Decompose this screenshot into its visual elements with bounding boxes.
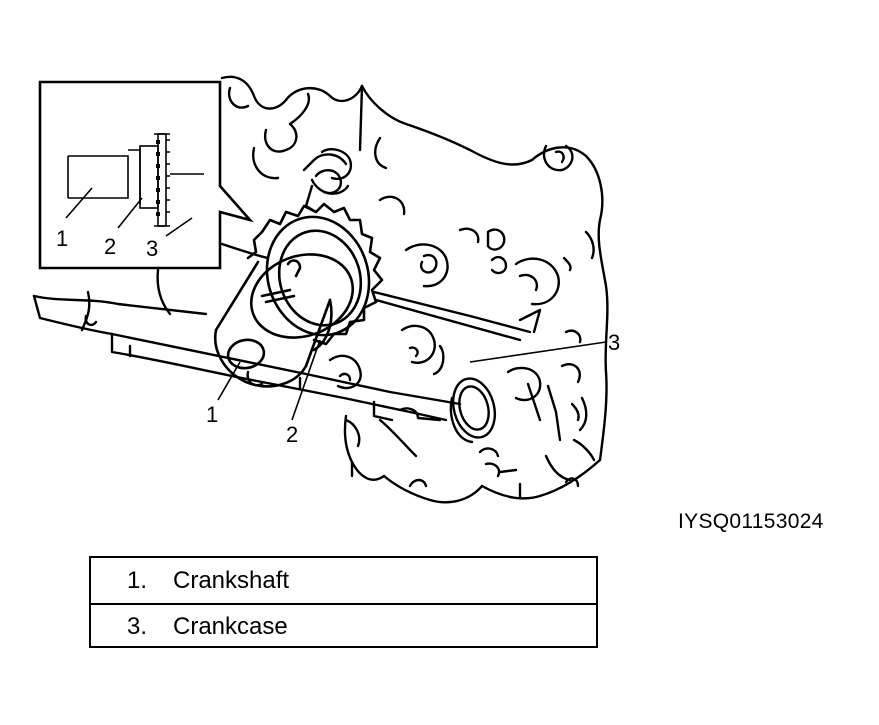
leader-2 <box>291 339 321 421</box>
legend-row: 3. Crankcase <box>91 603 596 648</box>
legend-number: 1. <box>127 566 148 594</box>
legend-label: Crankshaft <box>173 566 290 594</box>
legend-table: 1. Crankshaft 3. Crankcase <box>89 556 598 648</box>
legend-row: 1. Crankshaft <box>91 558 596 603</box>
crankshaft-sprocket-drawing <box>213 202 384 388</box>
leader-1 <box>217 361 241 401</box>
callout-2: 2 <box>286 422 298 447</box>
inset-callout-1: 1 <box>56 226 68 251</box>
leader-3 <box>469 341 607 363</box>
inset-frame <box>38 80 254 270</box>
inset-detail: 1 2 3 <box>38 80 254 270</box>
inset-callout-2: 2 <box>104 234 116 259</box>
callout-1: 1 <box>206 402 218 427</box>
callout-3: 3 <box>608 330 620 355</box>
legend-number: 3. <box>127 612 148 640</box>
callout-leaders <box>217 339 607 421</box>
inset-callout-3: 3 <box>146 236 158 261</box>
legend-label: Crankcase <box>173 612 288 640</box>
figure-id: IYSQ01153024 <box>678 510 824 533</box>
